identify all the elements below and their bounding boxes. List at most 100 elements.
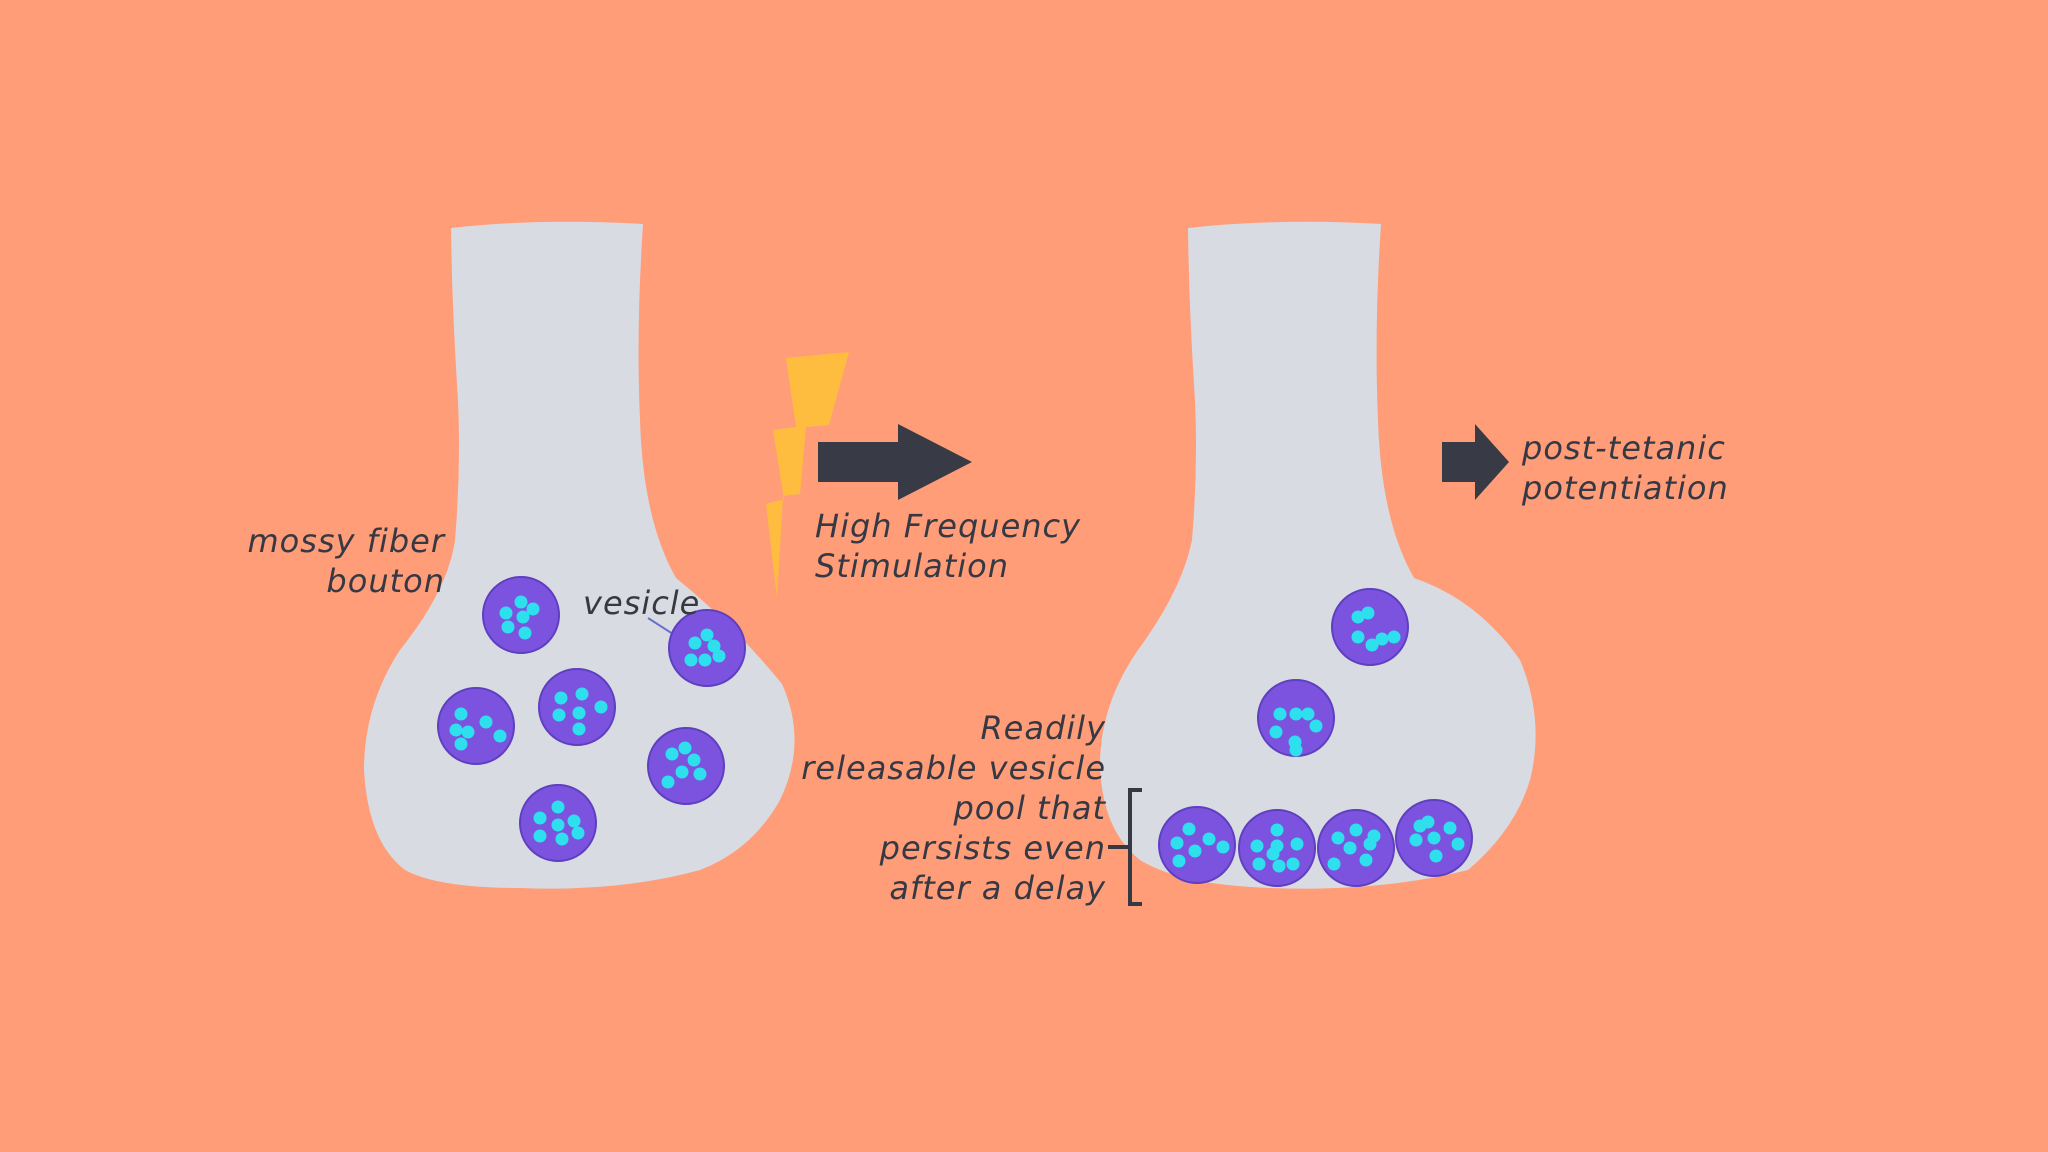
vesicle xyxy=(538,668,616,746)
neurotransmitter-dot xyxy=(551,800,565,814)
vesicle-membrane xyxy=(668,609,746,687)
neurotransmitter-dot xyxy=(1170,836,1184,850)
neurotransmitter-dot xyxy=(533,829,547,843)
pool-label-line1: Readily xyxy=(980,709,1106,747)
neurotransmitter-dot xyxy=(1375,632,1389,646)
vesicle xyxy=(647,727,725,805)
neurotransmitter-dot xyxy=(533,811,547,825)
neurotransmitter-dot xyxy=(454,737,468,751)
neurotransmitter-dot xyxy=(554,691,568,705)
ptp-label-line2: potentiation xyxy=(1521,469,1729,507)
neurotransmitter-dot xyxy=(1327,857,1341,871)
vesicle xyxy=(668,609,746,687)
neurotransmitter-dot xyxy=(571,826,585,840)
neurotransmitter-dot xyxy=(1421,815,1435,829)
neurotransmitter-dot xyxy=(594,700,608,714)
neurotransmitter-dot xyxy=(675,765,689,779)
neurotransmitter-dot xyxy=(688,636,702,650)
neurotransmitter-dot xyxy=(518,626,532,640)
neurotransmitter-dot xyxy=(449,723,463,737)
neurotransmitter-dot xyxy=(1387,630,1401,644)
mossy-fiber-label-line1: mossy fiber xyxy=(247,522,445,560)
neurotransmitter-dot xyxy=(575,687,589,701)
neurotransmitter-dot xyxy=(514,595,528,609)
neurotransmitter-dot xyxy=(552,708,566,722)
vesicle xyxy=(1317,809,1395,887)
right-arrow-icon xyxy=(1442,424,1509,500)
lightning-bolt-icon xyxy=(766,352,849,598)
vesicle-membrane xyxy=(437,687,515,765)
neurotransmitter-dot xyxy=(1182,822,1196,836)
neurotransmitter-dot xyxy=(1361,606,1375,620)
neurotransmitter-dot xyxy=(684,653,698,667)
vesicle xyxy=(519,784,597,862)
vesicle xyxy=(1257,679,1335,757)
neurotransmitter-dot xyxy=(1289,743,1303,757)
ptp-label-line1: post-tetanic xyxy=(1521,429,1726,467)
vesicle xyxy=(1395,799,1473,877)
neurotransmitter-dot xyxy=(707,639,721,653)
neurotransmitter-dot xyxy=(1272,859,1286,873)
neurotransmitter-dot xyxy=(1451,837,1465,851)
neurotransmitter-dot xyxy=(700,628,714,642)
neurotransmitter-dot xyxy=(1427,831,1441,845)
neurotransmitter-dot xyxy=(1351,630,1365,644)
neurotransmitter-dot xyxy=(1309,719,1323,733)
neurotransmitter-dot xyxy=(1216,840,1230,854)
pool-label-line4: persists even xyxy=(879,829,1106,867)
neurotransmitter-dot xyxy=(1351,610,1365,624)
vesicle xyxy=(1238,809,1316,887)
neurotransmitter-dot xyxy=(1290,837,1304,851)
neurotransmitter-dot xyxy=(687,753,701,767)
stimulation-label-line2: Stimulation xyxy=(815,547,1009,585)
neurotransmitter-dot xyxy=(678,741,692,755)
vesicle-label: vesicle xyxy=(583,584,700,622)
vesicle-group xyxy=(437,576,1473,887)
neurotransmitter-dot xyxy=(572,706,586,720)
neurotransmitter-dot xyxy=(493,729,507,743)
neurotransmitter-dot xyxy=(1443,821,1457,835)
neurotransmitter-dot xyxy=(1269,725,1283,739)
neurotransmitter-dot xyxy=(1172,854,1186,868)
neurotransmitter-dot xyxy=(572,722,586,736)
neurotransmitter-dot xyxy=(1266,847,1280,861)
pool-bracket xyxy=(1108,788,1142,906)
neurotransmitter-dot xyxy=(454,707,468,721)
neurotransmitter-dot xyxy=(1188,844,1202,858)
mossy-fiber-label-line2: bouton xyxy=(326,562,445,600)
neurotransmitter-dot xyxy=(501,620,515,634)
right-arrow-icon xyxy=(818,424,972,500)
neurotransmitter-dot xyxy=(1343,841,1357,855)
pool-label-line3: pool that xyxy=(952,789,1106,827)
neurotransmitter-dot xyxy=(567,814,581,828)
bouton-after xyxy=(1100,221,1536,889)
neurotransmitter-dot xyxy=(1429,849,1443,863)
neurotransmitter-dot xyxy=(499,606,513,620)
neurotransmitter-dot xyxy=(1359,853,1373,867)
pool-label-line5: after a delay xyxy=(889,869,1106,907)
neurotransmitter-dot xyxy=(1270,823,1284,837)
neurotransmitter-dot xyxy=(1349,823,1363,837)
neurotransmitter-dot xyxy=(1331,831,1345,845)
vesicle-membrane xyxy=(647,727,725,805)
neurotransmitter-dot xyxy=(1202,832,1216,846)
neurotransmitter-dot xyxy=(1252,857,1266,871)
vesicle-membrane xyxy=(1331,588,1409,666)
neurotransmitter-dot xyxy=(461,725,475,739)
neurotransmitter-dot xyxy=(693,767,707,781)
neurotransmitter-dot xyxy=(526,602,540,616)
neurotransmitter-dot xyxy=(712,649,726,663)
vesicle xyxy=(437,687,515,765)
neurotransmitter-dot xyxy=(661,775,675,789)
neurotransmitter-dot xyxy=(1273,707,1287,721)
pool-label-line2: releasable vesicle xyxy=(801,749,1106,787)
neurotransmitter-dot xyxy=(665,747,679,761)
vesicle xyxy=(1331,588,1409,666)
neurotransmitter-dot xyxy=(1286,857,1300,871)
neurotransmitter-dot xyxy=(479,715,493,729)
neurotransmitter-dot xyxy=(1409,833,1423,847)
neurotransmitter-dot xyxy=(1301,707,1315,721)
neurotransmitter-dot xyxy=(516,610,530,624)
stimulation-label-line1: High Frequency xyxy=(815,507,1081,545)
